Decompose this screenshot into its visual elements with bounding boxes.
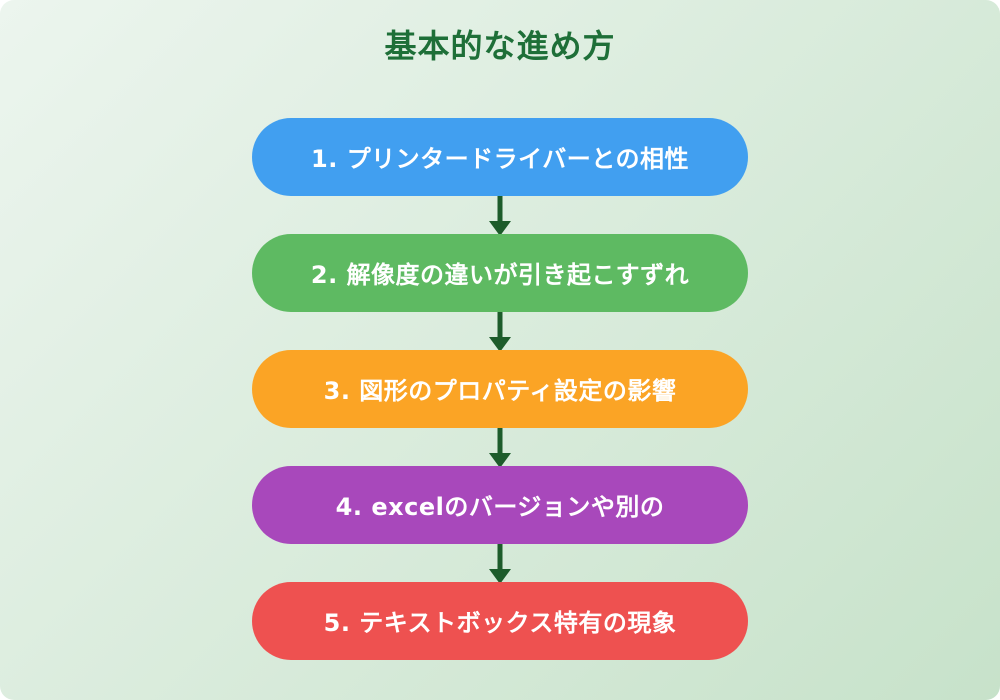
step-label: 1. プリンタードライバーとの相性: [311, 145, 689, 174]
flow-step: 5. テキストボックス特有の現象: [252, 581, 748, 660]
step-label: 2. 解像度の違いが引き起こすずれ: [310, 261, 690, 290]
arrow-down-icon: [489, 195, 511, 234]
step-label: 3. 図形のプロパティ設定の影響: [323, 377, 677, 406]
flow-container: 1. プリンタードライバーとの相性 2. 解像度の違いが引き起こすずれ 3. 図…: [252, 117, 748, 660]
arrow-down-icon: [489, 311, 511, 350]
step-label: 5. テキストボックス特有の現象: [323, 609, 677, 638]
flow-step: 2. 解像度の違いが引き起こすずれ: [252, 233, 748, 312]
arrow-down-icon: [489, 427, 511, 466]
flow-step: 1. プリンタードライバーとの相性: [252, 117, 748, 196]
arrow-down-icon: [489, 543, 511, 582]
flow-step: 4. excelのバージョンや別の: [252, 465, 748, 544]
flow-step: 3. 図形のプロパティ設定の影響: [252, 349, 748, 428]
step-label: 4. excelのバージョンや別の: [335, 493, 665, 522]
diagram-title: 基本的な進め方: [384, 27, 616, 65]
